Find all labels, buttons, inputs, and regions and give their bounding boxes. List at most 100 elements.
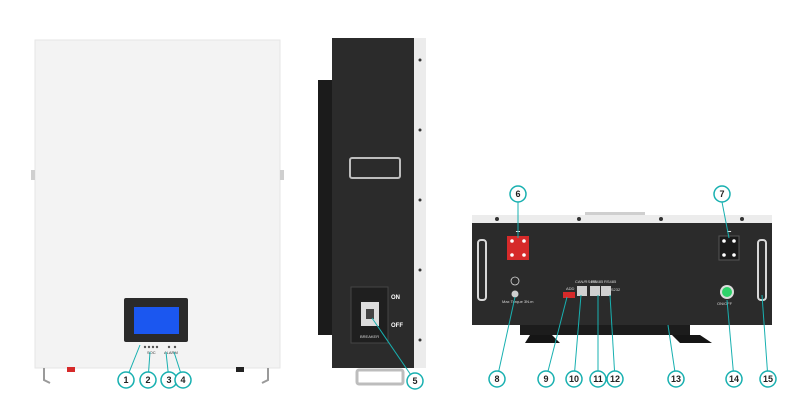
svg-text:13: 13 bbox=[671, 374, 681, 384]
callout-1: 1 bbox=[117, 371, 135, 389]
side-bottom-handle[interactable] bbox=[355, 368, 405, 386]
svg-text:14: 14 bbox=[729, 374, 739, 384]
base-foot-left bbox=[525, 335, 560, 343]
svg-text:4: 4 bbox=[180, 375, 185, 385]
led-alarm bbox=[167, 345, 171, 349]
side-screw-1 bbox=[418, 58, 422, 62]
led-4 bbox=[155, 345, 159, 349]
alarm-label: ALARM bbox=[164, 350, 178, 355]
front-black-terminal bbox=[236, 367, 244, 372]
ground-stud[interactable] bbox=[511, 290, 519, 298]
front-side-bracket-left bbox=[31, 170, 35, 180]
svg-text:3: 3 bbox=[166, 375, 171, 385]
add-label: ADD bbox=[566, 286, 575, 291]
base-rail bbox=[520, 325, 690, 335]
rs485-port-b[interactable] bbox=[601, 286, 611, 296]
negative-bolt-3 bbox=[722, 253, 726, 257]
rs485-label-b: RS485 bbox=[604, 279, 617, 284]
port-view: + − Max Torque 3N.m ADD CAN/RS485 RS485 … bbox=[472, 212, 772, 343]
side-screw-2 bbox=[418, 128, 422, 132]
side-screw-4 bbox=[418, 268, 422, 272]
leader-8 bbox=[496, 296, 516, 380]
leader-14 bbox=[726, 299, 735, 380]
front-red-terminal bbox=[67, 367, 75, 372]
front-foot-right bbox=[261, 368, 269, 384]
svg-text:12: 12 bbox=[610, 374, 620, 384]
add-dip-switch[interactable] bbox=[563, 292, 575, 298]
leader-7 bbox=[721, 201, 730, 239]
can-rs485-port[interactable] bbox=[577, 286, 587, 296]
top-screw-1 bbox=[495, 217, 499, 221]
callout-8: 8 bbox=[488, 370, 506, 388]
base-foot-right bbox=[672, 335, 712, 343]
power-button-label: ON/OFF bbox=[717, 301, 733, 306]
front-view: SOC ALARM bbox=[31, 39, 284, 384]
positive-bolt-3 bbox=[510, 253, 514, 257]
leader-13 bbox=[667, 324, 677, 380]
svg-text:6: 6 bbox=[515, 189, 520, 199]
front-side-bracket-right bbox=[280, 170, 284, 180]
svg-text:5: 5 bbox=[412, 376, 417, 386]
side-screw-5 bbox=[418, 338, 422, 342]
svg-text:10: 10 bbox=[569, 374, 579, 384]
positive-terminal[interactable] bbox=[507, 236, 529, 260]
side-mount-bracket bbox=[318, 80, 334, 335]
led-run bbox=[173, 345, 177, 349]
breaker-label: BREAKER bbox=[360, 334, 379, 339]
callout-3: 3 bbox=[160, 371, 178, 389]
positive-bolt-1 bbox=[510, 239, 514, 243]
rs485-label-a: RS485 bbox=[591, 279, 604, 284]
svg-text:7: 7 bbox=[719, 189, 724, 199]
rs485-port-a[interactable] bbox=[590, 286, 600, 296]
callout-6: 6 bbox=[509, 185, 527, 203]
leader-10 bbox=[573, 294, 582, 380]
svg-text:15: 15 bbox=[763, 374, 773, 384]
negative-bolt-2 bbox=[732, 239, 736, 243]
callout-7: 7 bbox=[713, 185, 731, 203]
callout-5: 5 bbox=[406, 372, 424, 390]
svg-text:9: 9 bbox=[543, 374, 548, 384]
negative-bolt-4 bbox=[732, 253, 736, 257]
side-white-panel bbox=[414, 38, 426, 368]
svg-text:11: 11 bbox=[593, 374, 603, 384]
power-button[interactable] bbox=[722, 287, 732, 297]
leader-5 bbox=[371, 317, 416, 382]
positive-bolt-2 bbox=[522, 239, 526, 243]
left-grab-bar[interactable] bbox=[477, 239, 487, 301]
soc-label: SOC bbox=[147, 350, 156, 355]
breaker-lever[interactable] bbox=[366, 309, 374, 319]
callout-2: 2 bbox=[139, 371, 157, 389]
side-view: BREAKER ON OFF bbox=[318, 38, 426, 386]
side-screw-3 bbox=[418, 198, 422, 202]
callout-11: 11 bbox=[589, 370, 607, 388]
top-screw-2 bbox=[577, 217, 581, 221]
led-2 bbox=[147, 345, 151, 349]
svg-text:1: 1 bbox=[123, 375, 128, 385]
negative-terminal[interactable] bbox=[718, 235, 740, 261]
callout-13: 13 bbox=[667, 370, 685, 388]
callout-9: 9 bbox=[537, 370, 555, 388]
positive-bolt-4 bbox=[522, 253, 526, 257]
leader-12 bbox=[609, 294, 616, 380]
top-screw-4 bbox=[740, 217, 744, 221]
rs232-label: RS232 bbox=[608, 287, 621, 292]
front-foot-left bbox=[43, 368, 51, 384]
lcd-screen bbox=[134, 307, 179, 334]
switch-off-label: OFF bbox=[391, 323, 403, 329]
callout-10: 10 bbox=[565, 370, 583, 388]
top-screw-3 bbox=[659, 217, 663, 221]
side-handle[interactable] bbox=[349, 157, 401, 179]
svg-text:8: 8 bbox=[494, 374, 499, 384]
port-panel-top-strip bbox=[472, 215, 772, 223]
ground-label: Max Torque 3N.m bbox=[502, 299, 534, 304]
callout-12: 12 bbox=[606, 370, 624, 388]
negative-bolt-1 bbox=[722, 239, 726, 243]
callout-badges: 1 2 3 4 5 6 7 8 bbox=[117, 185, 777, 390]
negative-sign: − bbox=[727, 227, 732, 236]
can-rs485-label: CAN/RS485 bbox=[575, 279, 598, 284]
callout-14: 14 bbox=[725, 370, 743, 388]
leader-9 bbox=[545, 296, 568, 380]
switch-on-label: ON bbox=[391, 295, 400, 301]
led-1 bbox=[143, 345, 147, 349]
